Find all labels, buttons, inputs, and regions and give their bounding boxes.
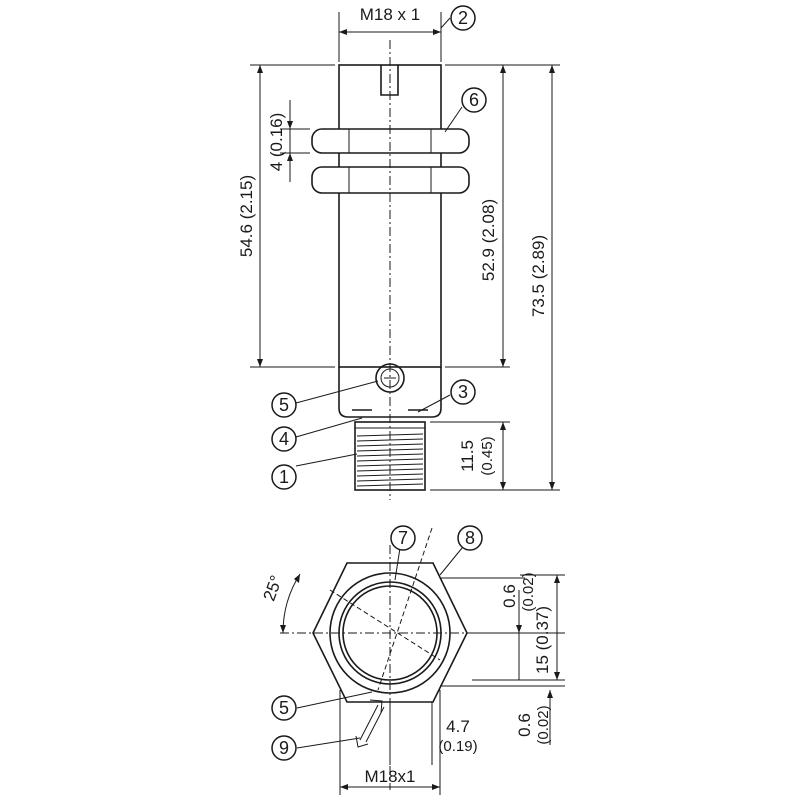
thread-line — [356, 443, 424, 447]
svg-text:5: 5 — [279, 698, 289, 718]
callout-4: 4 — [271, 426, 297, 452]
dim-width-inch: (0.19) — [438, 738, 477, 755]
svg-text:9: 9 — [279, 738, 289, 758]
dim-nut: 4 (0.16) — [267, 100, 310, 182]
dim-thread-top: M18 x 1 — [338, 5, 442, 62]
dim-connector-label: 11.5 — [458, 440, 477, 472]
thread-label-top: M18 x 1 — [360, 5, 420, 24]
dim-offset-bottom-inch: (0.02) — [535, 705, 552, 744]
optical-axis — [377, 527, 433, 691]
svg-text:4: 4 — [279, 429, 289, 449]
svg-text:2: 2 — [458, 8, 468, 28]
callout-5: 5 — [271, 392, 297, 418]
front-view: 25° 0.6 (0.02) 15 (0.37) 0.6 (0.02) 4.7 … — [260, 527, 565, 795]
dim-width: 4.7 — [446, 717, 470, 736]
callout-7: 7 — [390, 525, 416, 551]
dim-connector: 11.5 (0.45) — [430, 421, 510, 490]
dim-offset-top-inch: (0.02) — [520, 572, 537, 611]
dim-offset-bottom: 0.6 — [515, 713, 534, 737]
svg-text:5: 5 — [279, 395, 289, 415]
dim-to-thread-label: 54.6 (2.15) — [237, 175, 256, 257]
callout-6: 6 — [461, 87, 487, 113]
thread-label-bottom: M18x1 — [364, 767, 415, 786]
thread-line — [356, 438, 424, 442]
dim-total: 73.5 (2.89) — [430, 64, 560, 491]
callout-8: 8 — [457, 525, 483, 551]
svg-text:1: 1 — [279, 467, 289, 487]
thread-line — [356, 478, 424, 482]
dim-nut-label: 4 (0.16) — [267, 113, 286, 172]
callout-2: 2 — [450, 5, 476, 31]
callout-5-front: 5 — [271, 695, 297, 721]
dim-total-label: 73.5 (2.89) — [529, 235, 548, 317]
scan-direction-arrow — [355, 699, 385, 748]
dim-offset-top: 0.6 — [500, 584, 519, 608]
angle-label: 25° — [260, 573, 287, 604]
callout-1: 1 — [271, 464, 297, 490]
hex-nut — [312, 562, 468, 703]
dim-housing: 52.9 (2.08) — [445, 64, 510, 368]
angle-arc — [282, 573, 301, 634]
svg-text:8: 8 — [465, 528, 475, 548]
dim-to-thread: 54.6 (2.15) — [237, 64, 335, 368]
mounting-nut-upper — [311, 128, 470, 154]
callout-9: 9 — [271, 735, 297, 761]
thread-line — [356, 473, 424, 477]
svg-text:6: 6 — [469, 90, 479, 110]
callout-3: 3 — [450, 379, 476, 405]
dim-span: 15 (0.37) — [533, 606, 552, 674]
svg-text:3: 3 — [458, 382, 468, 402]
svg-text:7: 7 — [398, 528, 408, 548]
dim-connector-inch: (0.45) — [479, 436, 496, 475]
side-view: M18 x 1 54.6 (2.15) 4 (0.16) 52.9 (2.08) — [237, 5, 560, 500]
dim-housing-label: 52.9 (2.08) — [479, 199, 498, 281]
